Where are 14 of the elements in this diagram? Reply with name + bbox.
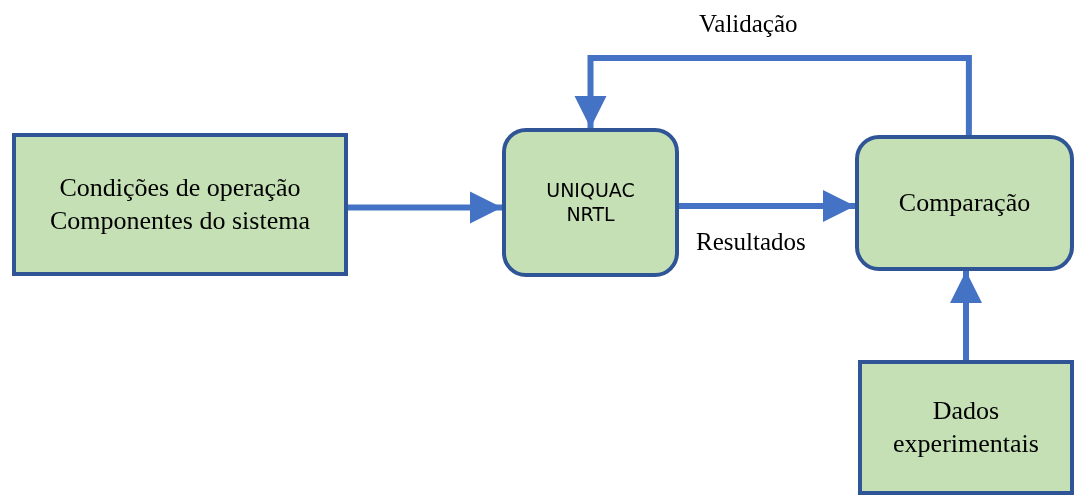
process-box [502, 128, 679, 277]
node-text: NRTL [566, 202, 615, 227]
node-text: Componentes do sistema [50, 204, 310, 237]
input-box [858, 360, 1074, 495]
process-box [855, 135, 1074, 271]
node-text: Comparação [898, 186, 1031, 219]
node-text: Dados experimentais [892, 395, 1040, 460]
arrow [574, 55, 972, 135]
input-box [12, 133, 348, 276]
node-text: UNIQUAC [546, 178, 635, 203]
arrow [950, 271, 982, 360]
arrow [679, 190, 855, 222]
arrow [348, 191, 502, 224]
node-text: Condições de operação [59, 172, 301, 204]
